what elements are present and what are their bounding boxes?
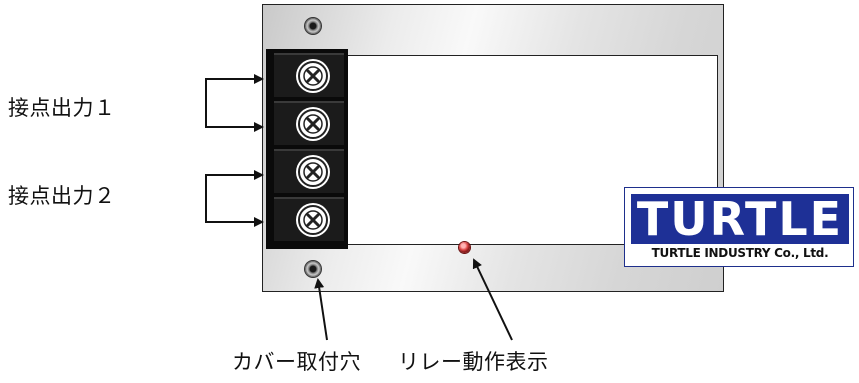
screw-terminal-icon <box>296 203 330 237</box>
relay-indicator-label: リレー動作表示 <box>398 350 549 374</box>
arrow-icon <box>472 258 513 341</box>
contact-output-1-label: 接点出力１ <box>8 96 116 120</box>
logo-company-name: TURTLE INDUSTRY Co., Ltd. <box>651 246 829 260</box>
screw-hole-bottom-icon <box>305 261 321 277</box>
terminal-3 <box>274 149 344 193</box>
arrow-icon <box>205 74 264 102</box>
company-logo: TURTLE TURTLE INDUSTRY Co., Ltd. <box>624 187 854 267</box>
terminal-1 <box>274 53 344 97</box>
logo-brand-text: TURTLE <box>636 192 844 246</box>
terminal-2 <box>274 101 344 145</box>
arrow-icon <box>205 198 264 227</box>
screw-terminal-icon <box>296 155 330 189</box>
arrow-icon <box>205 102 264 132</box>
led-indicator-icon <box>459 242 470 253</box>
cover-mount-hole-label: カバー取付穴 <box>232 350 361 374</box>
arrow-icon <box>314 278 328 341</box>
logo-brand-box: TURTLE <box>631 192 849 246</box>
contact-output-2-label: 接点出力２ <box>8 184 116 208</box>
terminal-block <box>266 49 348 249</box>
screw-hole-top-icon <box>305 18 321 34</box>
terminal-4 <box>274 197 344 241</box>
screw-terminal-icon <box>296 59 330 93</box>
arrow-icon <box>205 170 264 198</box>
screw-terminal-icon <box>296 107 330 141</box>
